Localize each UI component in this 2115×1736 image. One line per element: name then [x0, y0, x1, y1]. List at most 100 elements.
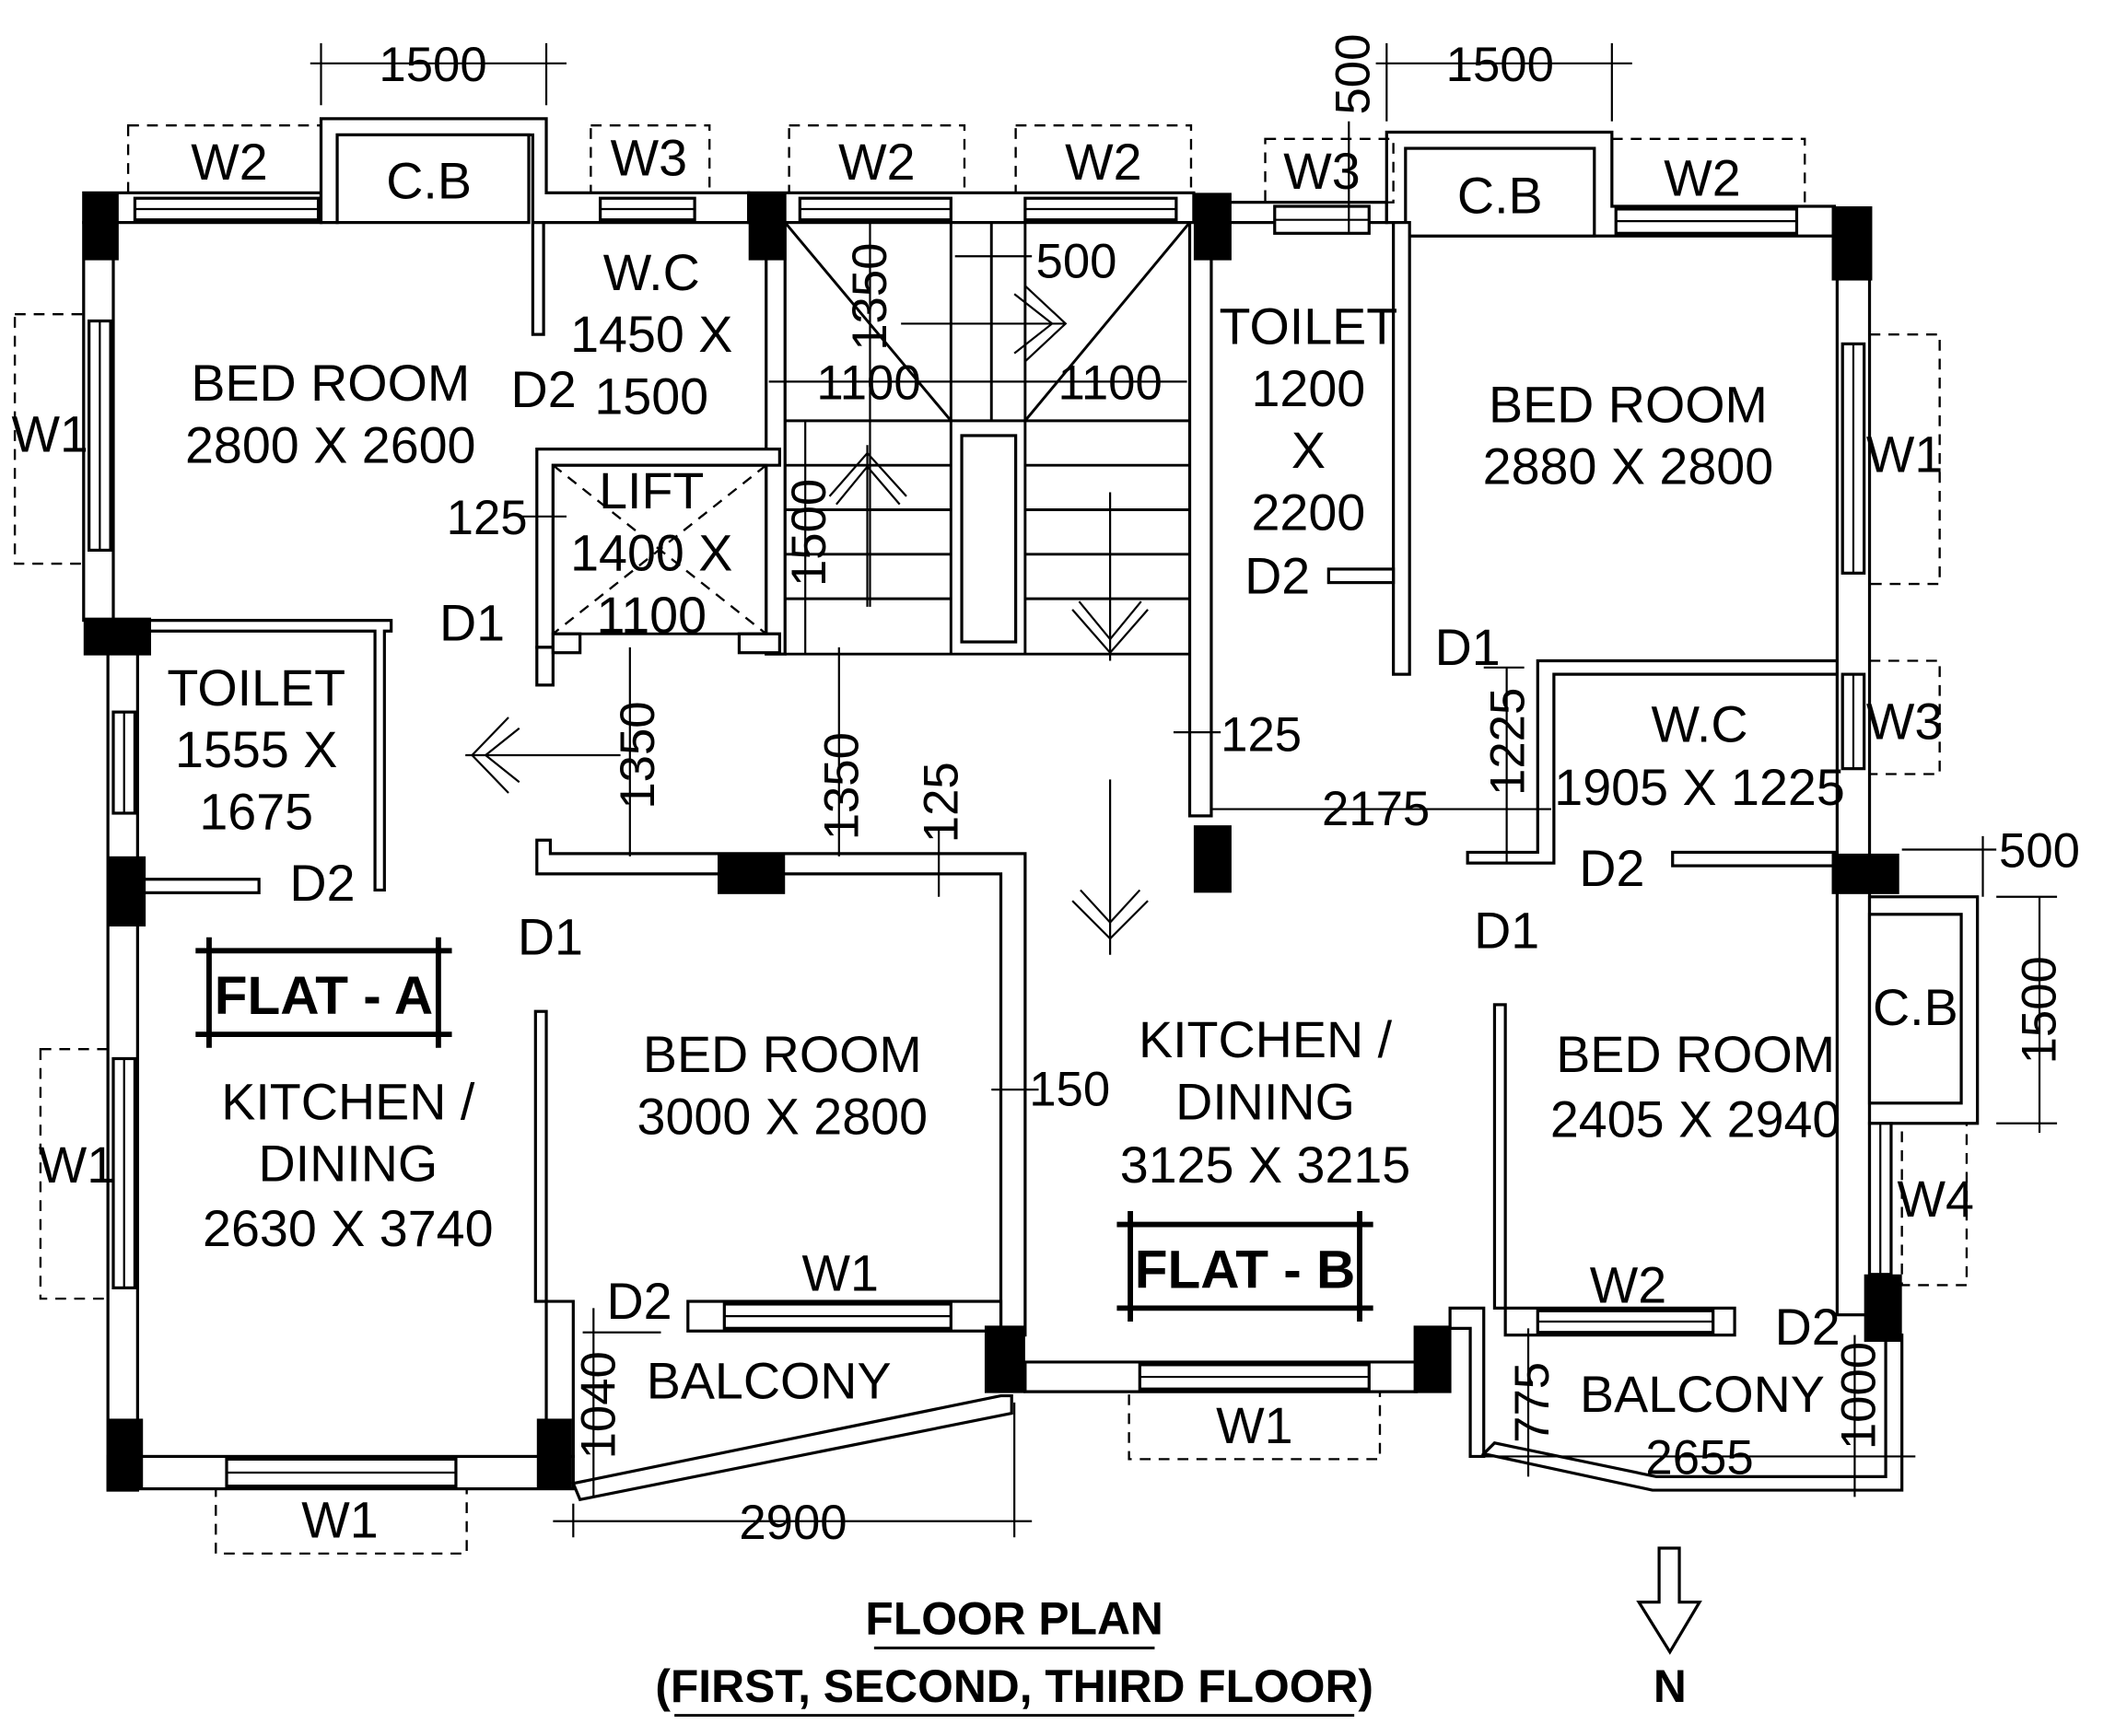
dimension-label: 125: [1221, 708, 1302, 763]
cupboard-label: C.B: [1873, 979, 1958, 1036]
dimension-lines: [310, 42, 2058, 1538]
room-size: 2405 X 2940: [1550, 1090, 1841, 1148]
room-name: KITCHEN /: [1139, 1011, 1393, 1068]
room-size: 1500: [594, 368, 708, 425]
room-name: DINING: [1175, 1073, 1355, 1130]
window-label: W4: [1898, 1171, 1974, 1228]
room-name: BALCONY: [647, 1352, 892, 1409]
flat-b-label: FLAT - B: [1135, 1240, 1356, 1299]
dimension-label: 1350: [843, 243, 897, 351]
room-size: 1450 X: [570, 306, 732, 363]
room-size: 2800 X 2600: [185, 416, 476, 473]
door-label: D1: [1435, 619, 1501, 676]
dimension-label: 1350: [814, 732, 869, 840]
landing-arrow-icon: [901, 285, 1068, 363]
room-size: 2880 X 2800: [1483, 438, 1774, 495]
room-name: DINING: [258, 1136, 438, 1193]
room-size: X: [1291, 422, 1326, 479]
cupboard-label: C.B: [1457, 167, 1543, 224]
columns: [83, 192, 1902, 1489]
window-label: W2: [191, 134, 267, 191]
room-name: W.C: [1651, 695, 1747, 752]
dimension-label: 500: [1999, 824, 2080, 879]
window-label: W2: [1664, 149, 1740, 206]
plan-title: FLOOR PLAN (FIRST, SECOND, THIRD FLOOR): [655, 1593, 1373, 1718]
window-label: W1: [1866, 426, 1943, 484]
stair-treads: [785, 463, 1190, 656]
dimension-label: 1500: [1446, 38, 1554, 92]
dimension-label: 775: [1505, 1362, 1560, 1443]
room-name: BED ROOM: [643, 1026, 922, 1083]
title-line-1: FLOOR PLAN: [865, 1593, 1163, 1645]
window-label: W1: [1216, 1397, 1292, 1454]
room-name: W.C: [603, 244, 700, 301]
dimension-label: 125: [915, 762, 969, 843]
flat-a-label: FLAT - A: [215, 966, 433, 1026]
dimension-label: 1225: [1481, 688, 1536, 796]
window-label: W2: [1590, 1257, 1666, 1314]
dimension-label: 1500: [782, 479, 836, 587]
room-size: 1905 X 1225: [1554, 759, 1845, 816]
dimension-label: 2175: [1322, 782, 1430, 836]
room-name: LIFT: [599, 462, 704, 519]
window-label: W2: [1065, 134, 1141, 191]
cupboard-label: C.B: [386, 152, 472, 209]
door-label: D1: [518, 909, 583, 966]
window-label: W1: [802, 1244, 879, 1301]
dimension-label: 150: [1029, 1063, 1110, 1117]
north-arrow-icon: N: [1636, 1546, 1702, 1712]
dimension-label: 1100: [816, 355, 920, 410]
dimension-label: 1350: [611, 701, 665, 809]
dimension-label: 1000: [1831, 1342, 1886, 1450]
dimension-label: 125: [447, 491, 528, 545]
room-name: TOILET: [167, 659, 345, 717]
dimension-label: 2900: [739, 1496, 847, 1550]
room-size: 3000 X 2800: [637, 1088, 929, 1145]
window-label: W2: [838, 134, 915, 191]
room-size: 1400 X: [570, 524, 732, 581]
stair-down-arrow-icon: [1071, 492, 1149, 661]
room-name: BALCONY: [1580, 1366, 1825, 1423]
door-label: D2: [1579, 840, 1644, 897]
room-name: KITCHEN /: [221, 1073, 475, 1130]
flat-a-tag: FLAT - A: [195, 937, 452, 1048]
opening-labels: W2 W3 W2 W2 W3 W2 W1 W1 W3 W1 W4 W1 W2 W…: [11, 129, 1974, 1548]
window-label: W1: [301, 1491, 378, 1548]
room-size: 2200: [1251, 484, 1365, 541]
door-label: D1: [1474, 902, 1539, 959]
room-name: TOILET: [1220, 297, 1398, 355]
room-size: 1200: [1251, 360, 1365, 417]
door-label: D2: [1244, 547, 1310, 604]
door-label: D2: [1775, 1299, 1840, 1356]
title-line-2: (FIRST, SECOND, THIRD FLOOR): [655, 1660, 1373, 1712]
window-label: W1: [11, 406, 88, 463]
dimension-label: 1500: [379, 38, 486, 92]
door-label: D2: [607, 1273, 672, 1330]
door-label: D2: [289, 855, 355, 912]
dimension-text: 1500 1500 500 500 1350 1100 1100 1500 12…: [379, 34, 2080, 1550]
room-size: 1100: [596, 587, 707, 644]
window-label: W3: [1283, 143, 1360, 200]
window-label: W1: [39, 1136, 115, 1194]
dimension-label: 500: [1326, 34, 1380, 115]
dimension-label: 500: [1036, 235, 1117, 289]
room-size: 3125 X 3215: [1120, 1136, 1411, 1194]
dimension-label: 2655: [1645, 1430, 1753, 1485]
room-name: BED ROOM: [1556, 1026, 1835, 1083]
dimension-label: 1040: [572, 1351, 626, 1459]
north-label: N: [1653, 1660, 1687, 1712]
door-label: D1: [439, 595, 505, 652]
window-label: W3: [1866, 693, 1943, 750]
door-label: D2: [511, 361, 577, 418]
window-label: W3: [611, 129, 687, 186]
dimension-label: 1100: [1058, 355, 1162, 410]
room-size: 1675: [199, 784, 313, 841]
room-name: BED ROOM: [1489, 376, 1768, 433]
flat-b-tag: FLAT - B: [1116, 1210, 1373, 1322]
room-size: 1555 X: [175, 721, 337, 778]
dimension-label: 1500: [2013, 956, 2067, 1064]
windows: [13, 124, 1969, 1555]
stair-up-arrow-icon: [828, 445, 907, 607]
lift-shaft: [551, 463, 768, 635]
